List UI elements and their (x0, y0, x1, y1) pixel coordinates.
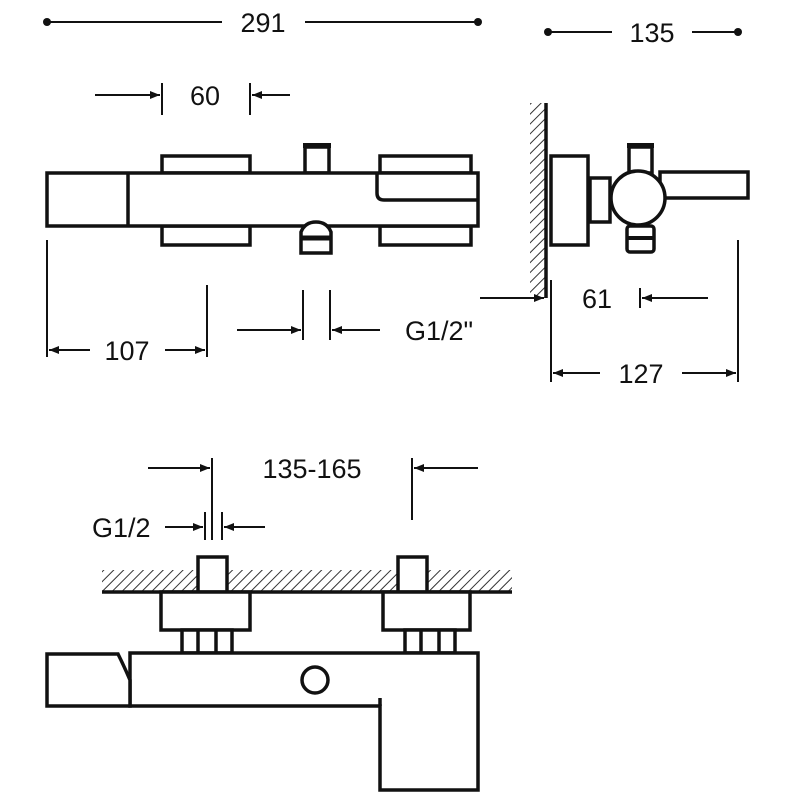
nut-right (403, 628, 457, 655)
dimension-label-60: 60 (190, 81, 220, 111)
dimension-wall-to-lever-end: 127 (550, 240, 739, 389)
nut-left (180, 628, 234, 655)
dimension-wall-to-center: 61 (480, 284, 708, 314)
top-view-mixer (45, 555, 512, 792)
side-view-mixer (530, 103, 750, 298)
dimension-handle-width: 60 (95, 81, 290, 115)
front-view-mixer (45, 143, 480, 255)
dimension-spout-to-handle: 107 (46, 240, 208, 366)
dimension-label-outlet-thread: G1/2" (405, 316, 473, 346)
dimension-label-135: 135 (629, 18, 674, 48)
dimension-label-inlet-thread: G1/2 (92, 513, 151, 543)
dimension-label-135-165: 135-165 (262, 454, 361, 484)
dimension-depth: 135 (544, 18, 742, 48)
dimension-label-61: 61 (582, 284, 612, 314)
dimension-overall-length: 291 (43, 8, 482, 38)
dimension-inlet-spacing: 135-165 (148, 454, 478, 540)
dimension-inlet-thread: G1/2 (92, 512, 265, 543)
dimension-label-291: 291 (240, 8, 285, 38)
dimension-label-127: 127 (618, 359, 663, 389)
dimension-label-107: 107 (104, 336, 149, 366)
dimension-outlet-thread: G1/2" (237, 290, 473, 346)
